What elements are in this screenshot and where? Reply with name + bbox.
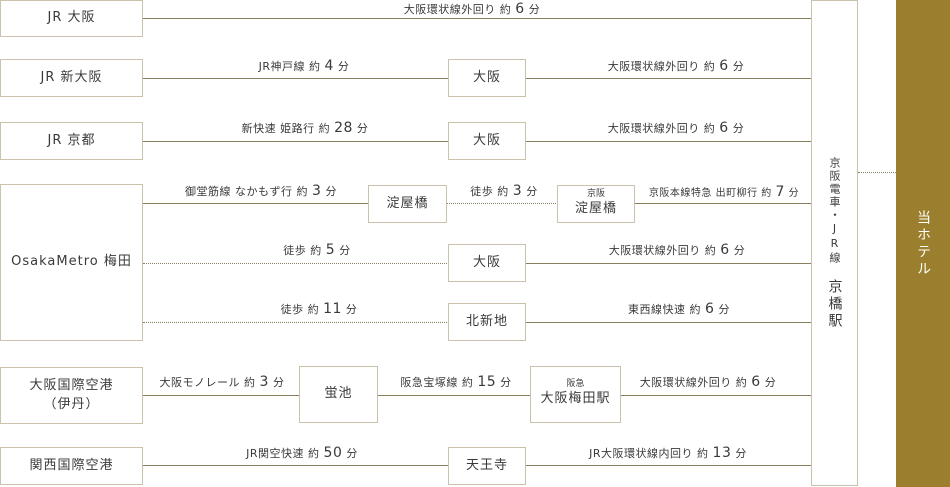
route-line xyxy=(525,263,811,264)
origin-itami-airport: 大阪国際空港 （伊丹） xyxy=(0,367,143,424)
route-label: 大阪環状線外回り 約 6 分 xyxy=(639,374,777,390)
route-line xyxy=(143,18,811,19)
route-line xyxy=(143,203,369,204)
station-label: 大阪 xyxy=(472,254,501,270)
route-line xyxy=(143,465,449,466)
walk-line xyxy=(143,322,449,323)
route-label: 御堂筋線 なかもず行 約 3 分 xyxy=(185,183,337,199)
station-label: 大阪 xyxy=(472,132,501,148)
walk-line xyxy=(858,172,896,173)
origin-label: JR 大阪 xyxy=(47,10,96,26)
route-label: 大阪環状線外回り 約 6 分 xyxy=(607,58,745,74)
route-line xyxy=(525,322,811,323)
station-osaka: 大阪 xyxy=(448,244,526,282)
origin-jr-osaka: JR 大阪 xyxy=(0,0,143,37)
origin-metro-umeda: OsakaMetro 梅田 xyxy=(0,184,143,341)
station-keihan-yodoyabashi: 京阪 淀屋橋 xyxy=(557,185,635,223)
station-kitashinchi: 北新地 xyxy=(448,303,526,341)
station-yodoyabashi: 淀屋橋 xyxy=(368,185,447,223)
station-prefix: 阪急 xyxy=(566,379,585,390)
route-label: 阪急宝塚線 約 15 分 xyxy=(400,374,512,390)
hotel-panel: 当ホテル xyxy=(896,0,950,487)
route-line xyxy=(143,141,449,142)
station-label: 大阪 xyxy=(472,69,501,85)
origin-jr-shin-osaka: JR 新大阪 xyxy=(0,59,143,97)
route-label: 京阪本線特急 出町柳行 約 7 分 xyxy=(648,184,800,200)
origin-label: JR 京都 xyxy=(47,132,96,148)
origin-label: OsakaMetro 梅田 xyxy=(11,254,132,270)
route-label: JR関空快速 約 50 分 xyxy=(246,445,358,461)
route-label: 徒歩 約 5 分 xyxy=(283,242,351,258)
route-label: 大阪モノレール 約 3 分 xyxy=(159,374,285,390)
station-hankyu-umeda: 阪急 大阪梅田駅 xyxy=(530,366,621,423)
station-label: 北新地 xyxy=(465,313,508,329)
station-label: 淀屋橋 xyxy=(574,200,617,216)
destination-station: 京橋駅 xyxy=(826,278,843,330)
route-label: JR大阪環状線内回り 約 13 分 xyxy=(589,445,747,461)
origin-label: 関西国際空港 xyxy=(29,457,114,473)
route-line xyxy=(525,141,811,142)
hotel-label: 当ホテル xyxy=(915,209,931,278)
origin-label: 大阪国際空港 xyxy=(29,378,114,394)
route-label: 東西線快速 約 6 分 xyxy=(628,301,730,317)
station-label: 天王寺 xyxy=(465,457,508,473)
origin-jr-kyoto: JR 京都 xyxy=(0,122,143,160)
origin-kansai-airport: 関西国際空港 xyxy=(0,447,143,485)
destination-lines: 京阪電車・JR線 xyxy=(828,156,841,265)
station-label: 大阪梅田駅 xyxy=(540,391,611,407)
route-label: JR神戸線 約 4 分 xyxy=(258,58,350,74)
route-line xyxy=(525,465,811,466)
station-hotarugaike: 蛍池 xyxy=(299,366,378,423)
route-label: 大阪環状線外回り 約 6 分 xyxy=(608,242,746,258)
route-label: 徒歩 約 3 分 xyxy=(470,183,538,199)
walk-line xyxy=(446,203,558,204)
route-line xyxy=(634,203,811,204)
route-line xyxy=(143,395,300,396)
station-prefix: 京阪 xyxy=(586,188,605,199)
station-osaka: 大阪 xyxy=(448,59,526,97)
station-label: 蛍池 xyxy=(324,386,353,402)
route-line xyxy=(143,78,449,79)
station-osaka: 大阪 xyxy=(448,122,526,160)
route-label: 新快速 姫路行 約 28 分 xyxy=(241,120,369,136)
route-line xyxy=(525,78,811,79)
destination-kyobashi: 京阪電車・JR線 京橋駅 xyxy=(811,0,858,486)
route-label: 大阪環状線外回り 約 6 分 xyxy=(607,120,745,136)
station-tennoji: 天王寺 xyxy=(448,447,526,485)
origin-sublabel: （伊丹） xyxy=(43,396,100,412)
route-line xyxy=(620,395,811,396)
walk-line xyxy=(143,263,449,264)
origin-label: JR 新大阪 xyxy=(40,69,103,85)
route-label: 徒歩 約 11 分 xyxy=(280,301,358,317)
route-line xyxy=(377,395,531,396)
route-label: 大阪環状線外回り 約 6 分 xyxy=(403,1,541,17)
station-label: 淀屋橋 xyxy=(386,195,429,211)
